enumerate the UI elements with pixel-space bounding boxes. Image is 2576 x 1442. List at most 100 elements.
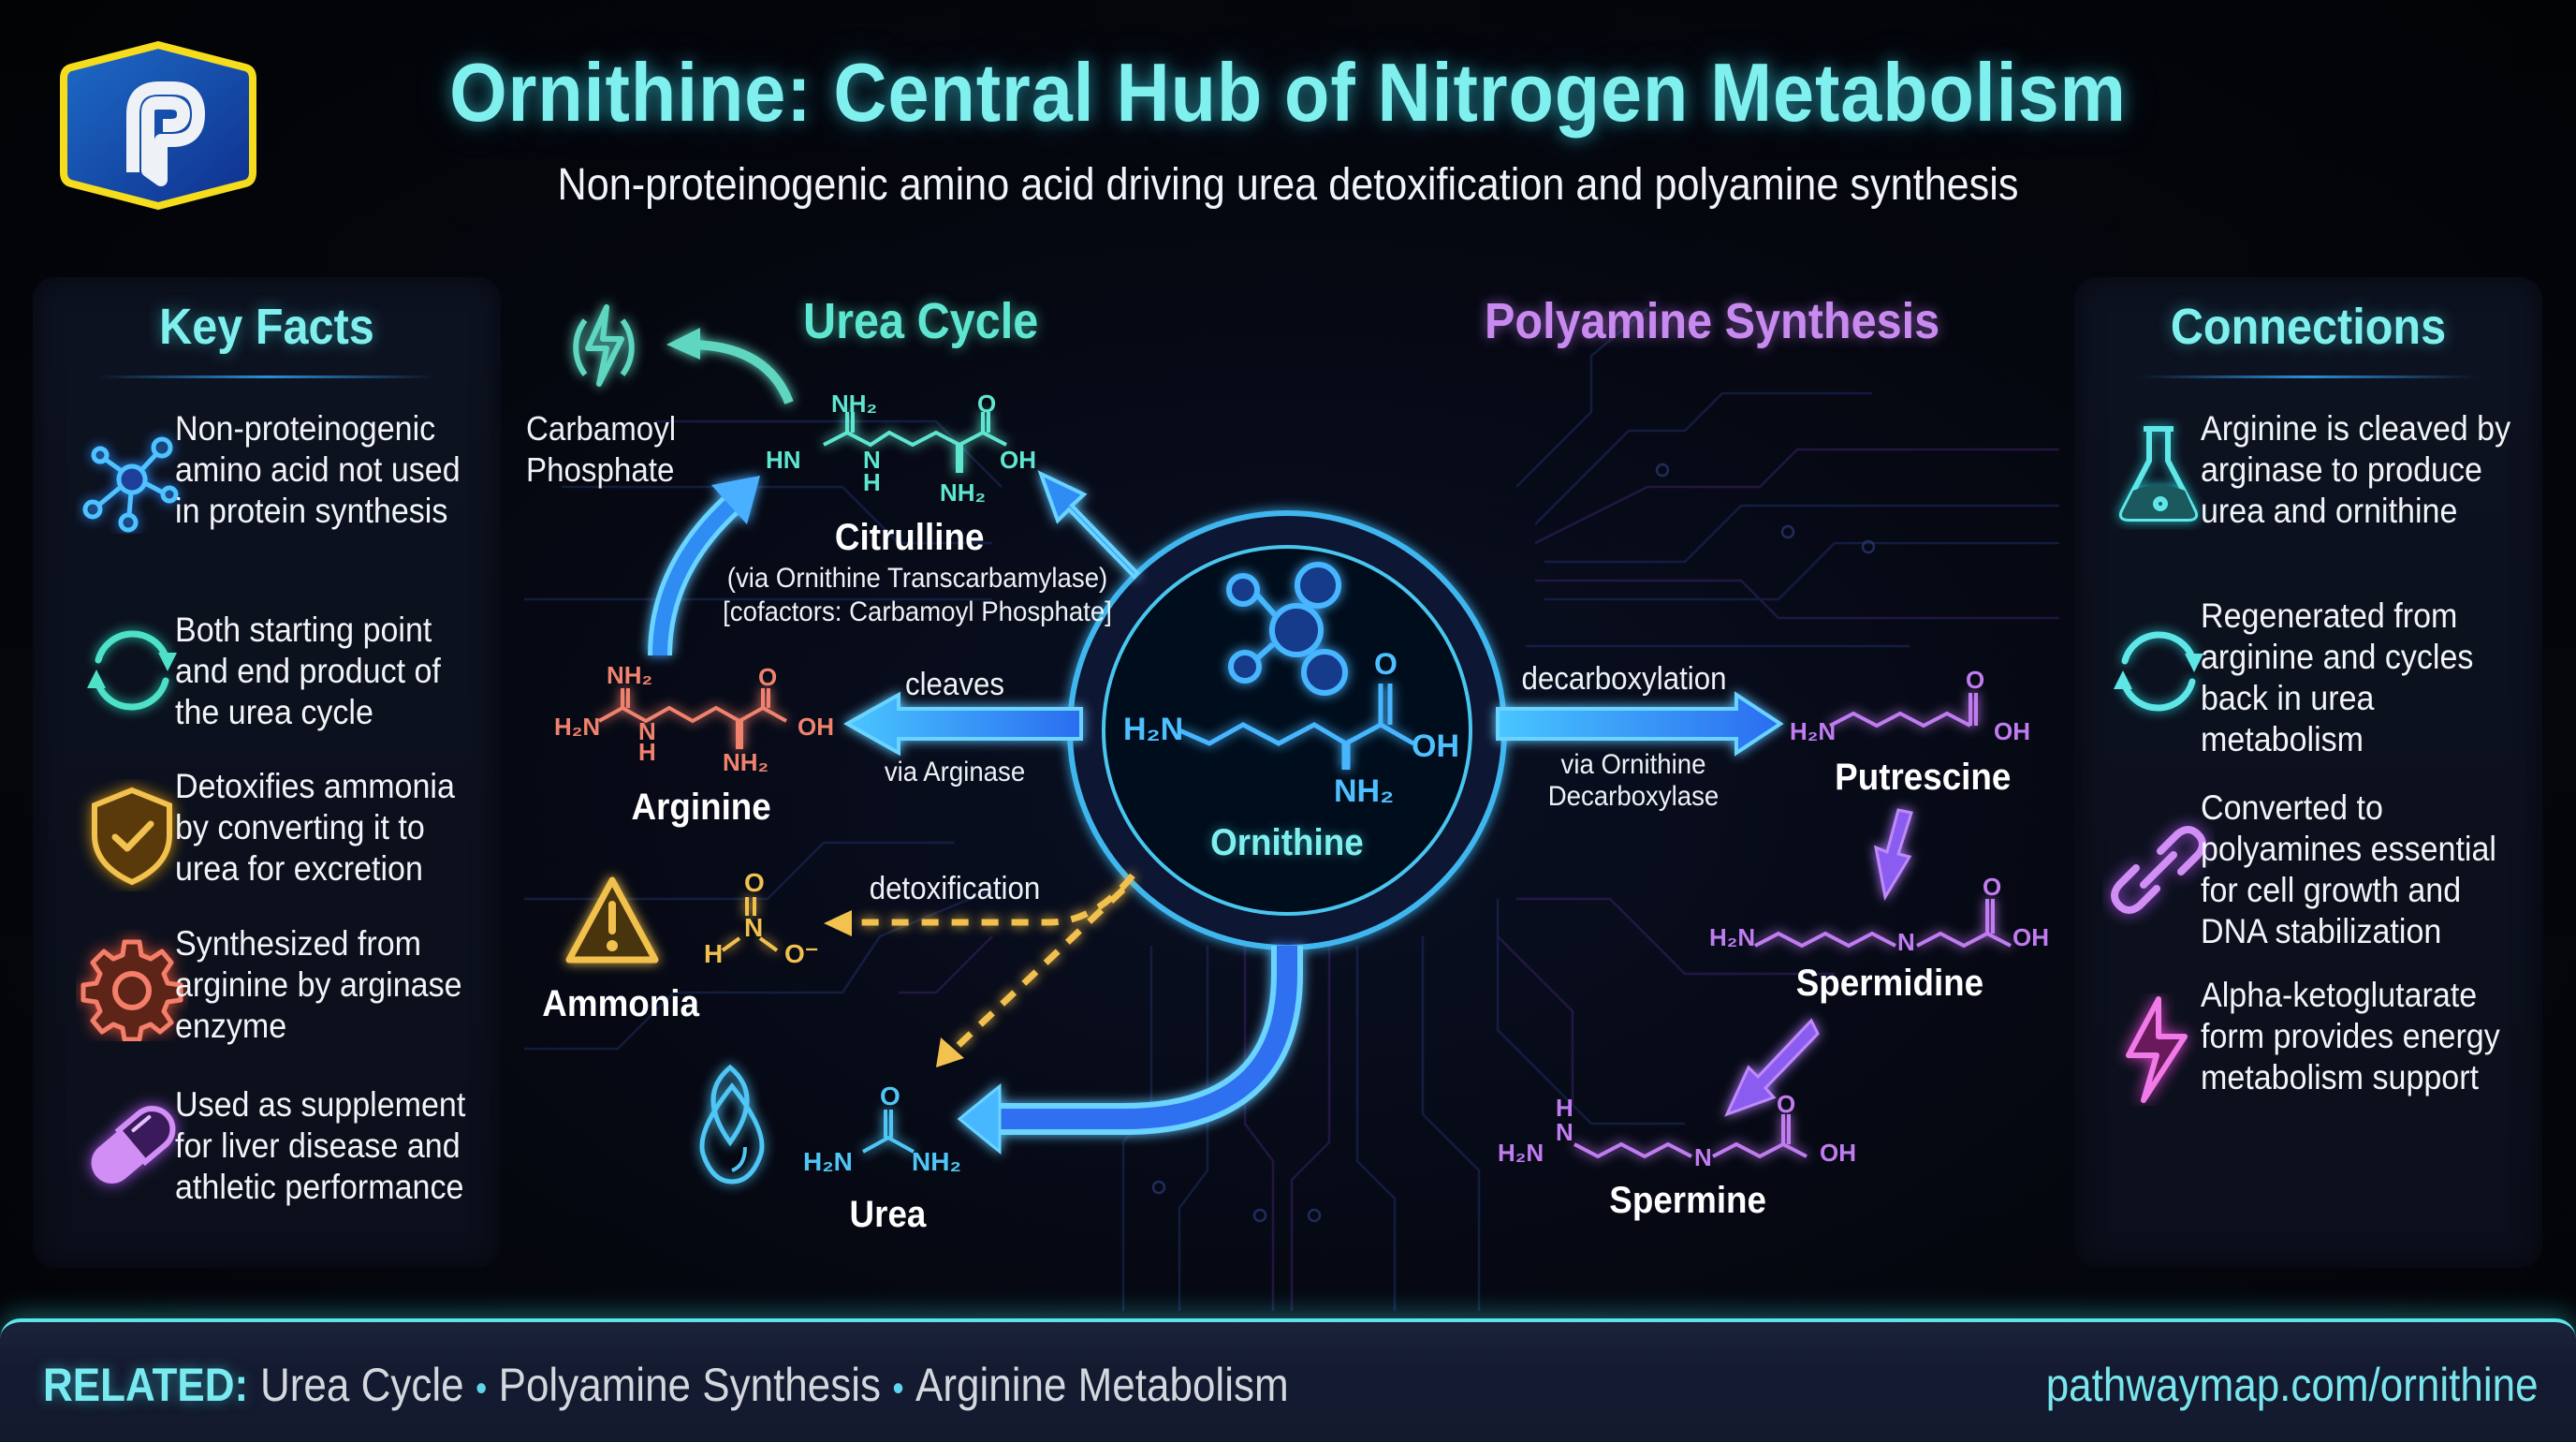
svg-text:NH₂: NH₂ xyxy=(912,1147,961,1176)
svg-text:NH₂: NH₂ xyxy=(1334,773,1394,809)
key-facts-title: Key Facts xyxy=(159,299,374,355)
key-fact-text: Detoxifies ammonia by converting it to u… xyxy=(175,767,455,888)
svg-text:H₂N: H₂N xyxy=(803,1147,853,1176)
connection-text: Alpha-ketoglutarate form provides energy… xyxy=(2201,976,2500,1096)
key-fact-text: Non-proteinogenic amino acid not used in… xyxy=(175,409,461,530)
spermine-name: Spermine xyxy=(1609,1180,1767,1221)
svg-text:H: H xyxy=(1556,1094,1573,1122)
ammonia-name: Ammonia xyxy=(542,983,699,1024)
connection-text: Arginine is cleaved by arginase to produ… xyxy=(2201,409,2511,530)
key-facts-panel: Key Facts Non-proteinogenic amino acid n… xyxy=(33,277,501,1268)
svg-text:OH: OH xyxy=(1412,728,1459,764)
lightning-bolt-icon xyxy=(2126,996,2188,1103)
svg-text:HN: HN xyxy=(766,446,801,474)
arginine-name: Arginine xyxy=(631,787,771,828)
detoxification-edge-label: detoxification xyxy=(869,871,1041,906)
related-link-polyamine-synthesis[interactable]: Polyamine Synthesis xyxy=(498,1359,882,1411)
svg-text:O: O xyxy=(880,1082,900,1111)
cycle-arrows-icon xyxy=(87,630,177,711)
gear-icon xyxy=(80,939,183,1041)
polyamine-synthesis-label: Polyamine Synthesis xyxy=(1485,293,1940,349)
footer-bar: RELATED: Urea Cycle •Polyamine Synthesis•… xyxy=(0,1318,2576,1442)
svg-text:O⁻: O⁻ xyxy=(784,939,819,968)
svg-text:NH₂: NH₂ xyxy=(723,748,768,776)
svg-text:H₂N: H₂N xyxy=(1498,1139,1544,1167)
svg-text:H₂N: H₂N xyxy=(1790,717,1836,745)
connections-panel: Connections Arginine is cleaved by argin… xyxy=(2074,277,2542,1268)
svg-text:O: O xyxy=(1966,666,1984,694)
svg-text:H: H xyxy=(863,468,881,496)
flask-icon xyxy=(2118,426,2199,522)
page-title: Ornithine: Central Hub of Nitrogen Metab… xyxy=(449,46,2127,139)
related-link-urea-cycle[interactable]: Urea Cycle xyxy=(260,1359,464,1411)
related-label: RELATED: xyxy=(43,1359,249,1411)
svg-text:N: N xyxy=(863,446,881,474)
svg-text:NH₂: NH₂ xyxy=(831,390,877,418)
key-fact-item: Detoxifies ammonia by converting it to u… xyxy=(33,766,501,953)
shield-check-icon xyxy=(92,787,172,886)
putrescine-name: Putrescine xyxy=(1835,757,2012,798)
separator-dot: • xyxy=(475,1368,488,1409)
svg-text:N: N xyxy=(1897,928,1915,956)
cleaves-edge-label: cleaves xyxy=(904,667,1005,702)
connections-title: Connections xyxy=(2170,299,2447,355)
urea-cycle-label: Urea Cycle xyxy=(803,293,1039,349)
brand-logo[interactable] xyxy=(58,39,258,212)
source-url-link[interactable]: pathwaymap.com/ornithine xyxy=(2046,1359,2539,1411)
decarboxylation-edge-label: decarboxylation xyxy=(1521,661,1727,697)
key-fact-item: Used as supplement for liver disease and… xyxy=(33,1084,501,1272)
divider xyxy=(96,375,437,378)
key-fact-text: Both starting point and end product of t… xyxy=(175,611,441,731)
svg-text:NH₂: NH₂ xyxy=(607,661,652,689)
related-links: Urea Cycle •Polyamine Synthesis• Arginine … xyxy=(260,1358,1289,1412)
separator-dot: • xyxy=(892,1368,904,1409)
svg-text:N: N xyxy=(1556,1118,1573,1146)
spermidine-name: Spermidine xyxy=(1795,963,1984,1004)
citrulline-name: Citrulline xyxy=(834,517,985,558)
svg-text:O: O xyxy=(1777,1090,1795,1118)
carbamoyl-phosphate-label: Carbamoyl Phosphate xyxy=(526,409,677,489)
svg-text:H₂N: H₂N xyxy=(554,713,600,741)
svg-text:OH: OH xyxy=(798,713,834,741)
svg-text:O: O xyxy=(1983,873,2001,901)
via-odc-label: via Ornithine Decarboxylase xyxy=(1547,749,1720,812)
connection-text: Converted to polyamines essential for ce… xyxy=(2201,788,2496,950)
key-fact-item: Both starting point and end product of t… xyxy=(33,610,501,797)
hub-formula-h2n: H₂N xyxy=(1123,712,1183,747)
urea-name: Urea xyxy=(849,1194,927,1235)
connection-item: Converted to polyamines essential for ce… xyxy=(2074,787,2542,975)
key-fact-item: Non-proteinogenic amino acid not used in… xyxy=(33,408,501,596)
svg-text:N: N xyxy=(638,717,656,745)
connection-item: Arginine is cleaved by arginase to produ… xyxy=(2074,408,2542,596)
citrulline-enzyme: (via Ornithine Transcarbamylase) [cofact… xyxy=(723,563,1112,627)
connection-item: Alpha-ketoglutarate form provides energy… xyxy=(2074,975,2542,1162)
chain-link-icon xyxy=(2111,826,2206,914)
cycle-arrows-icon xyxy=(2114,631,2203,712)
divider xyxy=(2138,375,2479,378)
molecule-network-icon xyxy=(82,436,179,533)
ornithine-hub xyxy=(1067,510,1507,950)
page-subtitle: Non-proteinogenic amino acid driving ure… xyxy=(557,160,2019,210)
related-link-arginine-metabolism[interactable]: Arginine Metabolism xyxy=(915,1359,1289,1411)
svg-text:O: O xyxy=(744,868,765,897)
svg-text:NH₂: NH₂ xyxy=(940,478,986,507)
connection-text: Regenerated from arginine and cycles bac… xyxy=(2201,596,2474,758)
svg-text:N: N xyxy=(1694,1143,1712,1171)
svg-text:O: O xyxy=(758,663,777,691)
via-arginase-label: via Arginase xyxy=(884,757,1026,787)
svg-text:H: H xyxy=(704,939,723,968)
svg-text:H₂N: H₂N xyxy=(1709,923,1755,951)
key-fact-text: Synthesized from arginine by arginase en… xyxy=(175,924,462,1045)
key-fact-text: Used as supplement for liver disease and… xyxy=(175,1085,466,1206)
svg-text:O: O xyxy=(1374,647,1398,681)
svg-text:OH: OH xyxy=(2012,923,2049,951)
svg-text:OH: OH xyxy=(1994,717,2030,745)
pill-capsule-icon xyxy=(91,1106,176,1184)
svg-text:OH: OH xyxy=(1820,1139,1856,1167)
key-fact-item: Synthesized from arginine by arginase en… xyxy=(33,923,501,1111)
svg-text:O: O xyxy=(977,390,996,418)
svg-text:H: H xyxy=(638,738,656,766)
svg-text:OH: OH xyxy=(1000,446,1036,474)
connection-item: Regenerated from arginine and cycles bac… xyxy=(2074,596,2542,783)
ornithine-name: Ornithine xyxy=(1210,822,1364,863)
